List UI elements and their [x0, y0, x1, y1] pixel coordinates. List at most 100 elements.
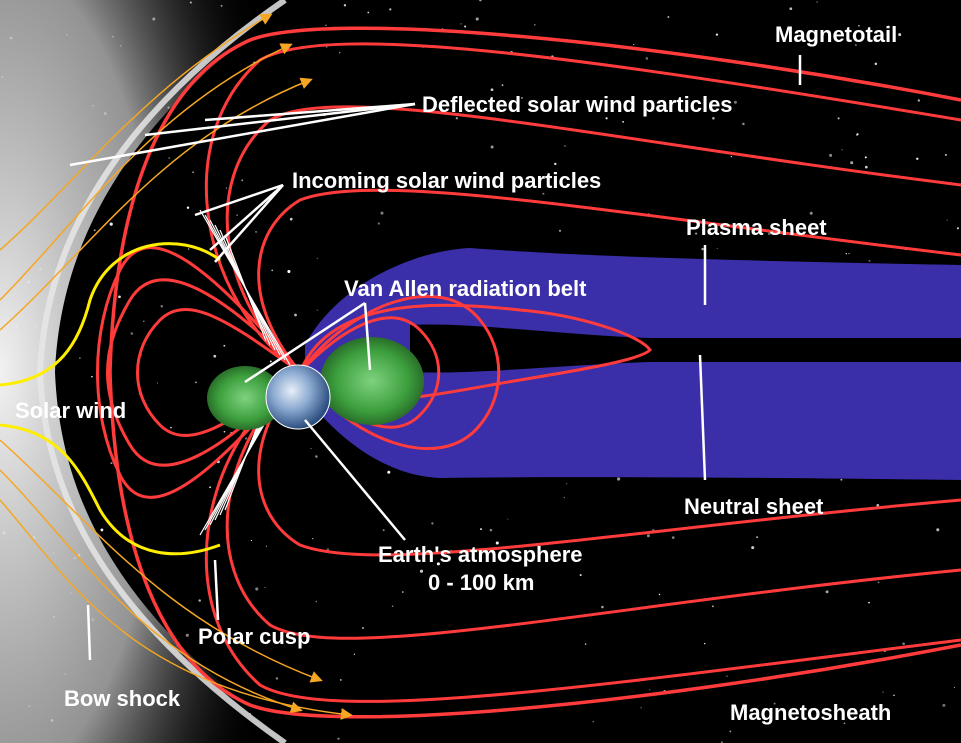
star: [756, 536, 758, 538]
star: [325, 24, 327, 27]
star: [841, 149, 843, 151]
star: [185, 633, 189, 637]
star: [275, 677, 279, 680]
star: [622, 121, 624, 123]
star: [547, 178, 550, 181]
star: [829, 153, 833, 157]
star: [168, 157, 170, 159]
star: [480, 528, 482, 531]
star: [617, 477, 621, 481]
star: [343, 4, 347, 7]
star: [605, 117, 608, 120]
star: [312, 537, 314, 540]
star: [563, 497, 565, 499]
star: [840, 478, 843, 481]
star: [310, 447, 312, 450]
star: [695, 232, 698, 235]
star: [877, 581, 880, 584]
label-bow-shock: Bow shock: [64, 686, 181, 711]
star: [490, 88, 494, 92]
star: [646, 534, 650, 538]
leader-lines: [69, 55, 802, 661]
star: [658, 593, 661, 596]
star: [143, 320, 145, 322]
star: [387, 470, 391, 474]
star: [264, 586, 266, 589]
star: [898, 33, 902, 37]
star: [195, 381, 197, 384]
star: [564, 145, 566, 147]
star: [887, 25, 890, 28]
star: [269, 360, 272, 363]
star: [936, 528, 940, 532]
star: [192, 171, 194, 174]
star: [711, 605, 714, 608]
neutral-sheet-gap: [410, 324, 961, 373]
star: [533, 23, 536, 26]
star: [431, 522, 434, 525]
star: [255, 230, 258, 233]
label-magnetotail: Magnetotail: [775, 22, 897, 47]
star: [209, 486, 211, 489]
star: [338, 51, 341, 54]
star: [902, 642, 905, 645]
solar-wind-main-flow: [0, 242, 221, 556]
radiation-belt-nightside: [320, 337, 424, 425]
star: [380, 211, 384, 215]
star: [367, 11, 370, 14]
star: [402, 591, 404, 593]
star: [271, 269, 274, 272]
star: [287, 269, 291, 274]
label-deflected-particles: Deflected solar wind particles: [422, 92, 733, 117]
star: [649, 689, 651, 691]
label-plasma-sheet: Plasma sheet: [686, 215, 827, 240]
star: [716, 247, 718, 249]
star: [455, 117, 458, 120]
star: [294, 313, 297, 317]
star: [592, 721, 594, 723]
star: [843, 722, 846, 725]
star: [640, 707, 642, 709]
star: [223, 344, 226, 347]
star: [632, 43, 635, 46]
star: [845, 253, 847, 255]
star: [874, 62, 878, 66]
star: [495, 541, 499, 545]
star: [501, 84, 504, 87]
star: [584, 643, 587, 645]
star: [566, 483, 568, 485]
label-earths-atmosphere: Earth's atmosphere: [378, 542, 583, 567]
radiation-belt-dayside: [207, 366, 283, 430]
earth: [265, 364, 331, 430]
star: [339, 678, 342, 681]
label-van-allen-belt: Van Allen radiation belt: [344, 276, 587, 301]
star: [701, 247, 704, 251]
star: [601, 605, 604, 609]
solar-wind-flow: [0, 13, 353, 720]
star: [236, 214, 238, 216]
star: [93, 229, 96, 232]
star: [645, 57, 649, 60]
star: [554, 162, 557, 166]
star: [160, 304, 164, 308]
star: [579, 574, 582, 577]
star: [250, 539, 252, 542]
star: [109, 222, 113, 226]
star: [876, 503, 880, 507]
star: [225, 187, 227, 189]
star: [490, 145, 494, 149]
star: [916, 157, 919, 161]
star: [956, 227, 959, 230]
star: [419, 569, 424, 573]
star: [362, 627, 364, 629]
star: [475, 17, 479, 21]
star: [391, 605, 394, 607]
star: [946, 219, 948, 221]
star: [953, 686, 955, 688]
star: [825, 590, 829, 594]
star: [100, 528, 104, 532]
star: [850, 161, 854, 165]
star: [822, 33, 825, 36]
